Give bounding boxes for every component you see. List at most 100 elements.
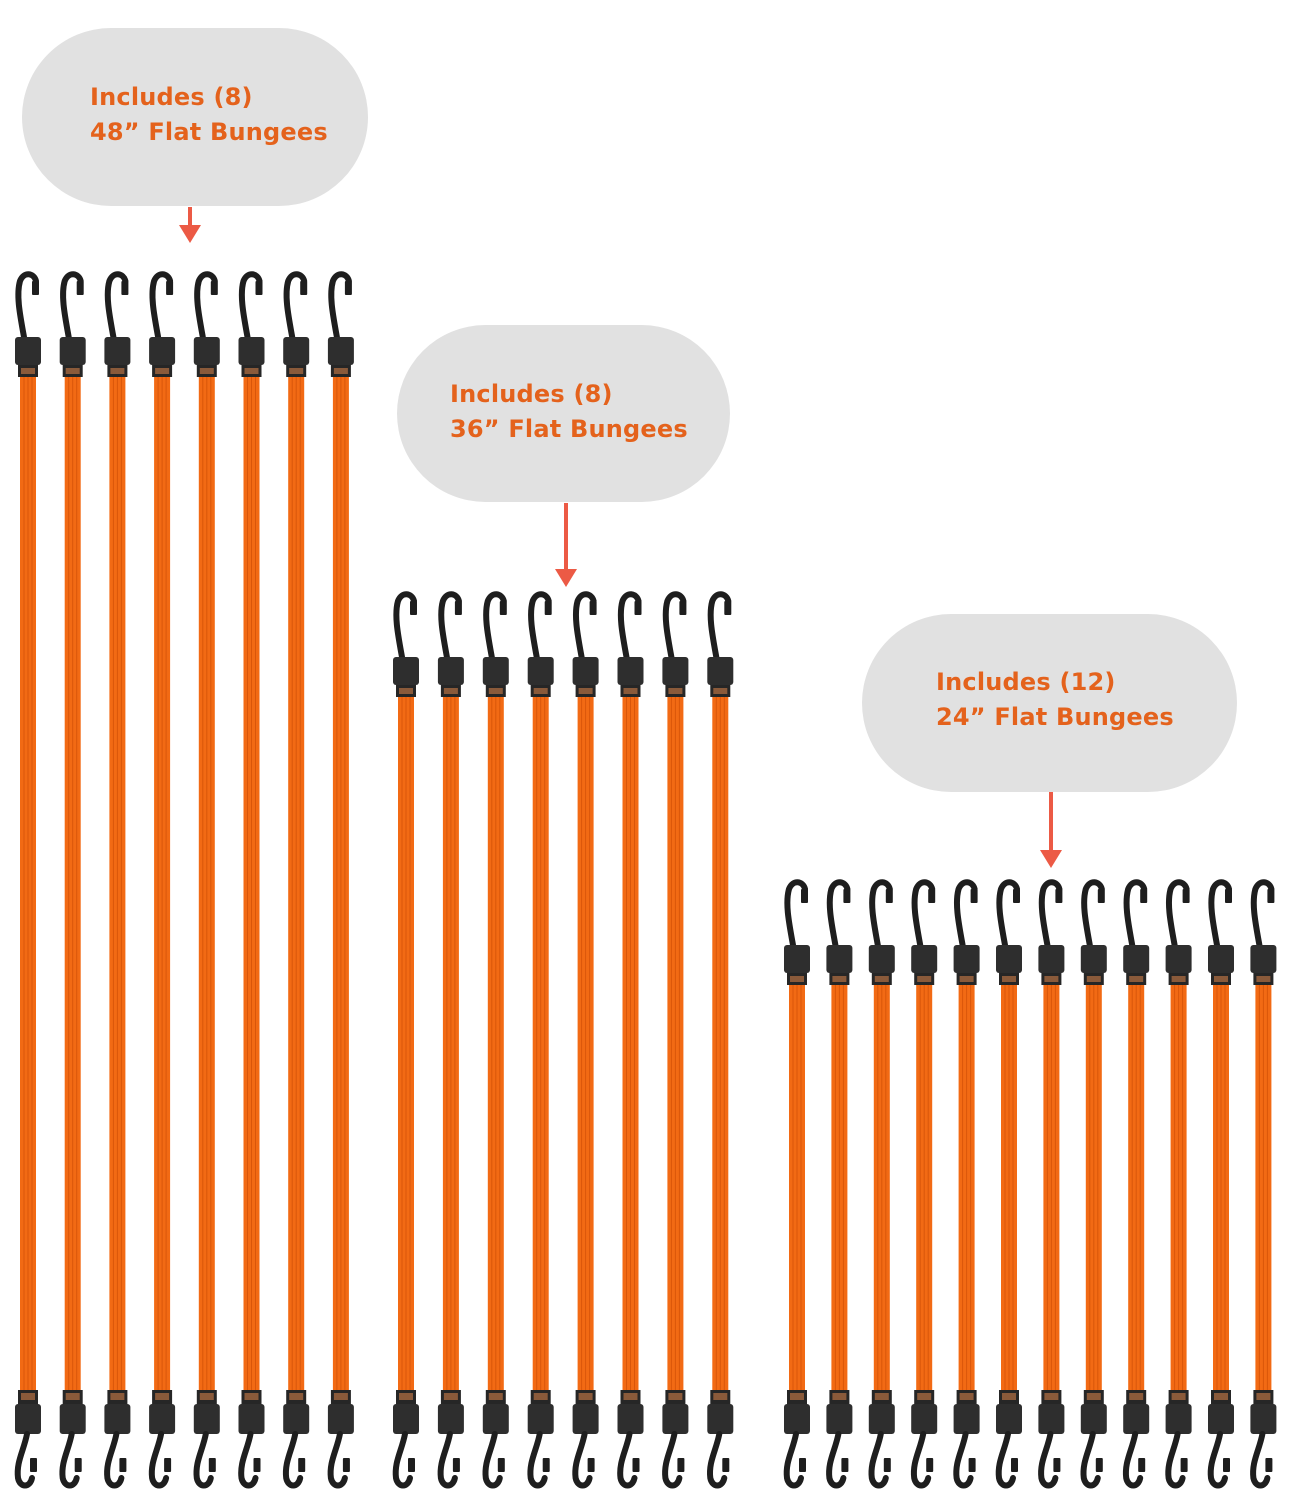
end-cap: [826, 1404, 853, 1434]
hook-tip: [255, 281, 263, 295]
bungee-cord: [910, 879, 938, 1489]
end-cap: [327, 337, 354, 365]
hook-icon: [528, 591, 552, 660]
end-cap: [15, 337, 41, 365]
bungee-cord: [1080, 879, 1107, 1489]
callout-36in: Includes (8) 36” Flat Bungees: [397, 325, 730, 502]
hook-tip: [1265, 1458, 1273, 1472]
bungee-cord: [868, 879, 895, 1489]
hook-tip: [1095, 1458, 1103, 1472]
hook-tip: [926, 1458, 934, 1472]
brand-tag: [668, 1393, 683, 1400]
hook-tip: [1140, 889, 1148, 903]
hook-icon: [482, 1431, 503, 1489]
bungee-cord: [104, 271, 131, 1489]
end-cap: [707, 657, 734, 685]
brand-tag: [533, 1393, 548, 1400]
brand-tag: [713, 688, 728, 694]
brand-tag: [199, 1393, 214, 1400]
hook-icon: [868, 1431, 889, 1489]
bungee-cord: [148, 271, 176, 1489]
hook-tip: [799, 1458, 806, 1472]
end-cap: [283, 337, 310, 365]
hook-tip: [1180, 1458, 1188, 1472]
brand-tag: [1214, 1393, 1228, 1400]
hook-icon: [1123, 879, 1148, 948]
brand-tag: [1129, 976, 1144, 982]
brand-tag: [832, 1393, 847, 1400]
brand-tag: [488, 688, 503, 694]
brand-tag: [832, 976, 847, 982]
hook-tip: [544, 601, 552, 615]
bungee-cord: [1250, 879, 1277, 1489]
hook-icon: [1038, 1431, 1059, 1489]
bungee-cord: [482, 591, 509, 1489]
arrow-down-icon: [1040, 792, 1062, 868]
hook-icon: [1250, 1431, 1271, 1489]
end-cap: [149, 1404, 176, 1434]
end-cap: [953, 1404, 980, 1434]
hook-tip: [722, 1458, 730, 1472]
end-cap: [1208, 1404, 1234, 1434]
brand-tag: [790, 976, 804, 982]
brand-tag: [443, 1393, 458, 1400]
end-cap: [1080, 945, 1107, 973]
brand-tag: [333, 368, 348, 374]
brand-tag: [1171, 976, 1186, 982]
end-cap: [662, 1404, 689, 1434]
brand-tag: [917, 976, 932, 982]
hook-tip: [454, 601, 462, 615]
hook-icon: [1165, 1431, 1186, 1489]
brand-tag: [488, 1393, 503, 1400]
hook-tip: [119, 1458, 127, 1472]
end-cap: [238, 337, 265, 365]
callout-48in: Includes (8) 48” Flat Bungees: [22, 28, 368, 206]
end-cap: [1123, 1404, 1150, 1434]
brand-tag: [874, 1393, 889, 1400]
bungee-cord: [238, 271, 265, 1489]
hook-tip: [632, 1458, 640, 1472]
hook-icon: [1250, 879, 1275, 948]
brand-tag: [110, 368, 125, 374]
end-cap: [784, 945, 810, 973]
end-cap: [826, 945, 853, 973]
end-cap: [1165, 1404, 1192, 1434]
hook-icon: [953, 1431, 974, 1489]
hook-tip: [208, 1458, 216, 1472]
hook-tip: [970, 889, 978, 903]
hook-icon: [327, 1431, 348, 1489]
hook-icon: [194, 271, 218, 340]
end-cap: [868, 1404, 895, 1434]
end-cap: [572, 1404, 599, 1434]
hook-icon: [15, 271, 39, 340]
brand-tag: [155, 368, 170, 374]
bungee-cord: [1122, 879, 1150, 1489]
brand-tag: [1256, 976, 1271, 982]
bungee-cord: [826, 879, 853, 1489]
hook-icon: [826, 1431, 847, 1489]
brand-tag: [874, 976, 889, 982]
hook-tip: [589, 601, 597, 615]
bungee-cord: [14, 271, 41, 1489]
hook-tip: [300, 281, 308, 295]
hook-icon: [437, 1431, 458, 1489]
end-cap: [104, 1404, 131, 1434]
hook-icon: [438, 591, 462, 660]
arrow-down-icon: [179, 207, 201, 243]
brand-tag: [668, 688, 683, 694]
end-cap: [1080, 1404, 1107, 1434]
hook-tip: [677, 1458, 685, 1472]
brand-tag: [65, 1393, 80, 1400]
brand-tag: [289, 1393, 304, 1400]
hook-icon: [14, 1431, 35, 1489]
hook-icon: [706, 1431, 728, 1489]
hook-icon: [784, 879, 808, 948]
hook-icon: [1207, 1431, 1228, 1489]
hook-tip: [210, 281, 218, 295]
end-cap: [59, 1404, 86, 1434]
brand-tag: [578, 688, 593, 694]
hook-icon: [527, 1431, 548, 1489]
hook-icon: [953, 879, 978, 948]
end-cap: [527, 657, 554, 685]
